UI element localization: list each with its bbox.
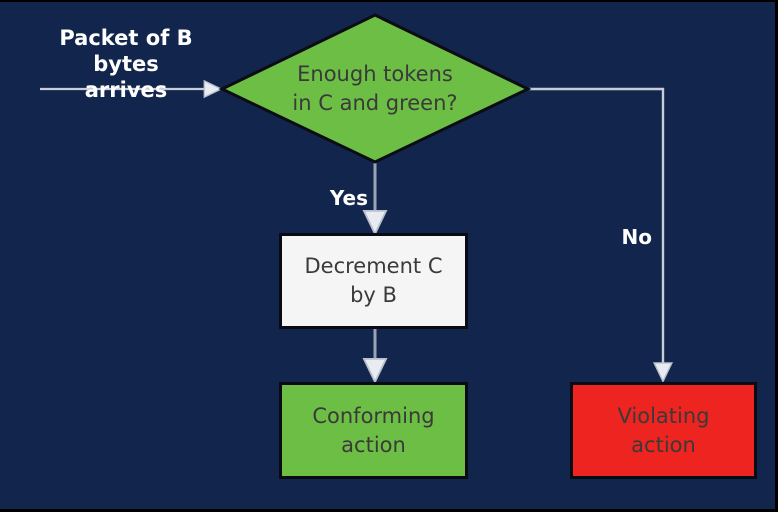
edge-no-arrow: [529, 87, 674, 384]
process-box-decrement[interactable]: [279, 233, 468, 329]
entry-caption: Packet of B bytes arrives: [59, 26, 193, 102]
edge-label-yes: Yes: [329, 186, 368, 210]
edge-label-no: No: [621, 225, 652, 249]
outcome-box-violating[interactable]: [570, 382, 757, 479]
outcome-box-conforming[interactable]: [279, 382, 468, 479]
decision-diamond[interactable]: [218, 13, 532, 164]
